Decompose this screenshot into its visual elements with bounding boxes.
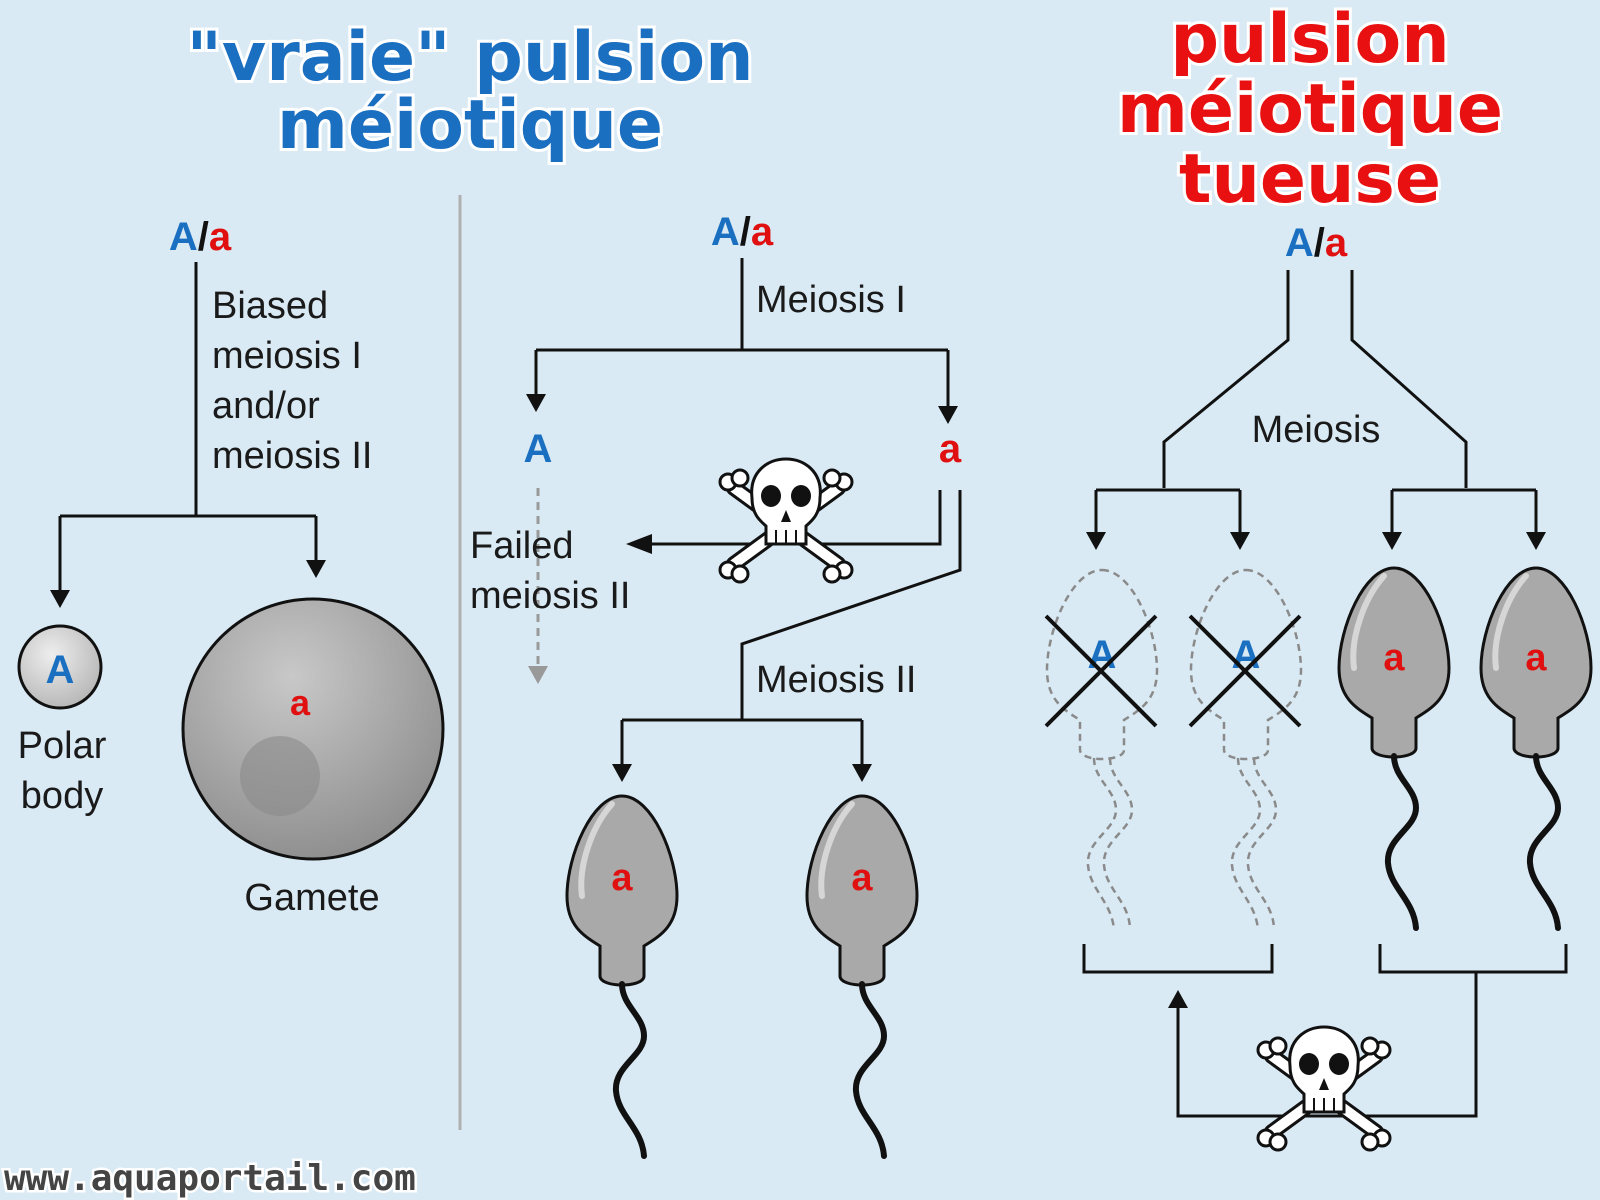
- biased-meiosis-label-1: Biased: [212, 285, 328, 327]
- panel-killer-via-failed-meiosis: A/a Meiosis I A a Failed meiosis II Meio…: [470, 210, 962, 1156]
- skull-crossbones-icon: [720, 459, 852, 582]
- title-true-drive-line2: méiotique: [277, 86, 663, 165]
- sperm-allele: a: [1383, 637, 1405, 679]
- biased-meiosis-label-2: meiosis I: [212, 335, 362, 377]
- watermark: www.aquaportail.com: [4, 1158, 416, 1199]
- polar-body-allele: A: [46, 648, 75, 692]
- biased-meiosis-label-3: and/or: [212, 385, 320, 427]
- cross-mark-icon: [1188, 614, 1302, 728]
- title-killer-drive-line1: pulsion: [1170, 0, 1449, 79]
- allele-a-after-meiosis1: a: [939, 427, 962, 471]
- genotype-label: A/a: [711, 210, 774, 254]
- sperm-allele: a: [1525, 637, 1547, 679]
- egg-nucleus: [240, 736, 320, 816]
- dead-sperm-ghost: [1189, 568, 1303, 932]
- gamete-allele: a: [290, 682, 311, 723]
- meiosis-1-label: Meiosis I: [756, 279, 906, 321]
- failed-meiosis-label-1: Failed: [470, 525, 574, 567]
- biased-meiosis-label-4: meiosis II: [212, 435, 372, 477]
- meiosis-2-label: Meiosis II: [756, 659, 916, 701]
- polar-body: [17, 624, 103, 710]
- failed-meiosis-label-2: meiosis II: [470, 575, 630, 617]
- sperm-allele: a: [851, 857, 873, 899]
- title-killer-drive-line3: tueuse: [1179, 140, 1441, 219]
- genotype-label: A/a: [169, 215, 232, 259]
- sperm-cell: [807, 796, 917, 1156]
- polar-label-1: Polar: [18, 725, 107, 767]
- title-killer-drive-line2: méiotique: [1117, 70, 1503, 149]
- dead-sperm-ghost: [1045, 568, 1159, 932]
- sperm-allele: a: [611, 857, 633, 899]
- gamete-egg: [181, 597, 445, 861]
- sperm-cell: [1339, 568, 1449, 928]
- cross-mark-icon: [1044, 614, 1158, 728]
- panel-killer-drive: A/a Meiosis A A a a: [1044, 221, 1591, 1150]
- panel-true-drive: A/a Biased meiosis I and/or meiosis II A…: [17, 215, 445, 919]
- polar-label-2: body: [21, 775, 103, 817]
- gamete-label: Gamete: [244, 877, 379, 919]
- sperm-cell: [1481, 568, 1591, 928]
- genotype-label: A/a: [1285, 221, 1348, 265]
- meiosis-label: Meiosis: [1252, 409, 1381, 451]
- title-true-drive-line1: "vraie" pulsion: [186, 18, 753, 97]
- skull-crossbones-icon: [1258, 1027, 1390, 1150]
- sperm-cell: [567, 796, 677, 1156]
- allele-A-after-meiosis1: A: [524, 427, 553, 471]
